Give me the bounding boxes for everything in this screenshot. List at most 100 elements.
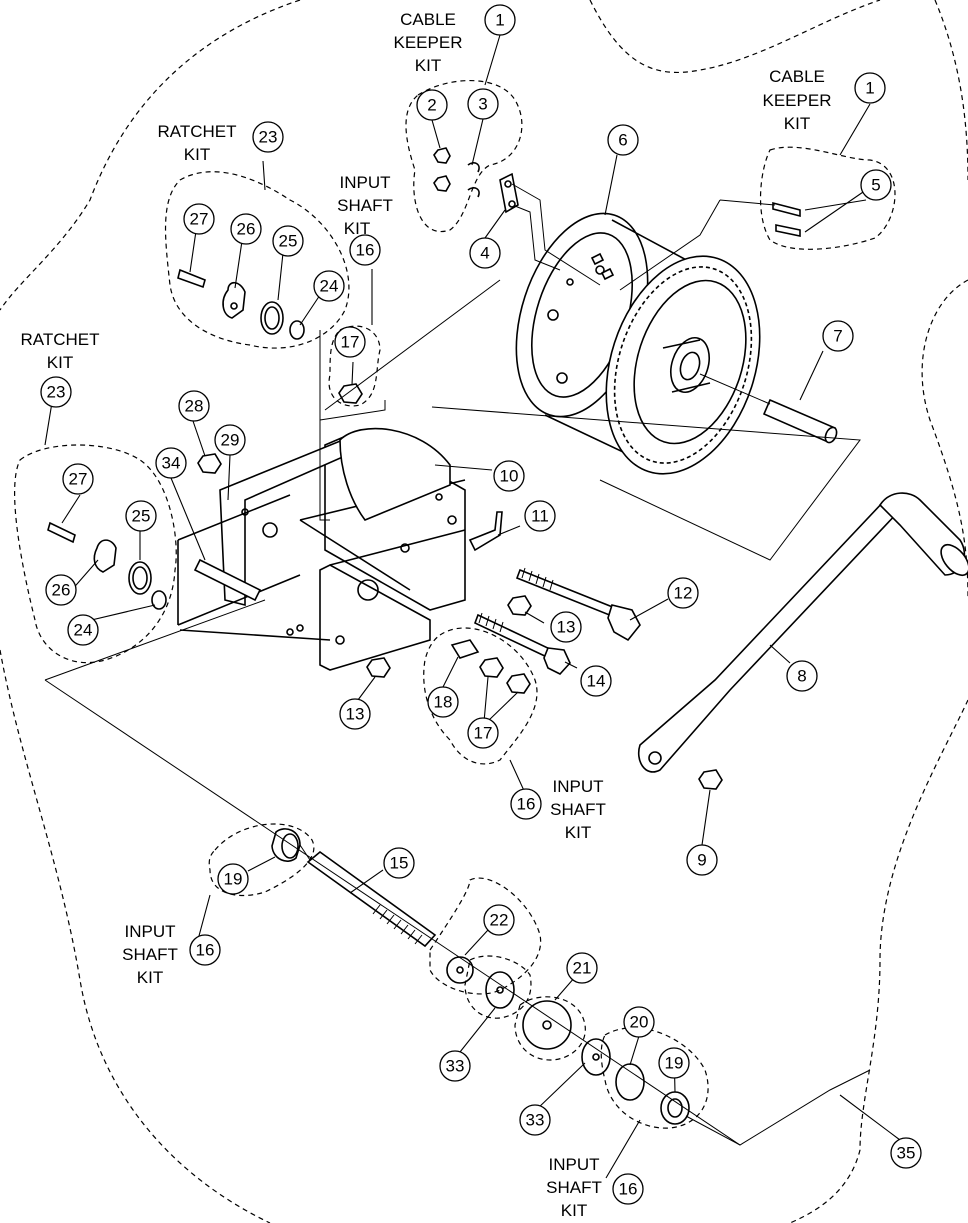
svg-text:10: 10 — [500, 467, 519, 486]
kit-label-ratchet-left-1: RATCHET — [20, 330, 99, 349]
winch-drum — [515, 212, 761, 475]
svg-text:23: 23 — [259, 128, 278, 147]
kit-outline-ratchet-top — [164, 171, 350, 349]
svg-text:23: 23 — [47, 383, 66, 402]
kit-outline-input-shaft-mid — [423, 627, 538, 765]
svg-text:17: 17 — [474, 724, 493, 743]
svg-text:16: 16 — [196, 941, 215, 960]
kit-outline-cable-keeper-right — [760, 146, 896, 250]
svg-text:5: 5 — [871, 176, 880, 195]
bushing-18 — [450, 639, 480, 659]
callout-2: 2 — [416, 89, 448, 121]
drum-shaft — [699, 373, 838, 444]
nuts — [197, 383, 723, 790]
callout-29: 29 — [214, 424, 246, 456]
svg-text:9: 9 — [697, 851, 706, 870]
callout-bubbles: 1 1 2 3 4 5 6 7 8 9 10 11 12 13 13 14 15… — [40, 4, 922, 1205]
callout-16-top: 16 — [349, 234, 381, 266]
winch-frame — [177, 427, 466, 671]
svg-text:35: 35 — [897, 1144, 916, 1163]
kit-label-input-shaft-left-3: KIT — [137, 968, 163, 987]
svg-text:2: 2 — [427, 96, 436, 115]
callout-17-mid: 17 — [467, 717, 499, 749]
callout-33-upper: 33 — [439, 1050, 471, 1082]
kit-label-input-shaft-left-2: SHAFT — [122, 945, 178, 964]
callout-28: 28 — [178, 390, 210, 422]
kit-label-input-shaft-bottom-2: SHAFT — [546, 1178, 602, 1197]
svg-text:25: 25 — [279, 232, 298, 251]
callout-23-top: 23 — [252, 121, 284, 153]
svg-text:17: 17 — [341, 333, 360, 352]
svg-text:22: 22 — [490, 911, 509, 930]
callout-25-top: 25 — [272, 225, 304, 257]
long-bolt-14 — [473, 612, 571, 675]
callout-16-bottom: 16 — [612, 1173, 644, 1205]
svg-text:18: 18 — [434, 693, 453, 712]
kit-label-ratchet-top-1: RATCHET — [157, 122, 236, 141]
callout-19-left: 19 — [217, 863, 249, 895]
cable-bracket — [468, 511, 503, 552]
callout-27-left: 27 — [62, 463, 94, 495]
svg-text:13: 13 — [346, 705, 365, 724]
svg-text:8: 8 — [797, 667, 806, 686]
svg-text:19: 19 — [665, 1054, 684, 1073]
callout-19-bottom: 19 — [658, 1047, 690, 1079]
cable-keeper-plate — [433, 147, 601, 286]
callout-25-left: 25 — [125, 500, 157, 532]
callout-4: 4 — [469, 237, 501, 269]
callout-23-left: 23 — [40, 376, 72, 408]
callout-17-top: 17 — [334, 326, 366, 358]
svg-text:16: 16 — [619, 1180, 638, 1199]
kit-label-cable-keeper-top-2: KEEPER — [394, 33, 463, 52]
frame-rod — [193, 558, 262, 602]
callout-1-cable-keeper-right: 1 — [854, 72, 886, 104]
callout-11: 11 — [524, 500, 556, 532]
svg-text:20: 20 — [630, 1013, 649, 1032]
kit-label-ratchet-top-2: KIT — [184, 145, 210, 164]
callout-24-top: 24 — [313, 270, 345, 302]
svg-text:25: 25 — [132, 507, 151, 526]
svg-text:1: 1 — [495, 11, 504, 30]
svg-text:29: 29 — [221, 431, 240, 450]
svg-text:16: 16 — [517, 795, 536, 814]
svg-text:1: 1 — [865, 79, 874, 98]
kit-label-input-shaft-mid-3: KIT — [565, 823, 591, 842]
svg-text:34: 34 — [162, 454, 181, 473]
keeper-screws — [619, 199, 801, 291]
svg-text:27: 27 — [190, 210, 209, 229]
kit-label-input-shaft-mid-2: SHAFT — [550, 800, 606, 819]
svg-text:3: 3 — [478, 95, 487, 114]
svg-text:27: 27 — [69, 470, 88, 489]
leader-lines — [44, 34, 901, 1179]
callout-27-top: 27 — [183, 203, 215, 235]
svg-text:6: 6 — [618, 131, 627, 150]
callout-1-cable-keeper-top: 1 — [484, 4, 516, 36]
kit-label-cable-keeper-right-3: KIT — [784, 114, 810, 133]
svg-text:4: 4 — [480, 244, 489, 263]
kit-label-cable-keeper-top-1: CABLE — [400, 10, 456, 29]
crank-handle — [638, 492, 968, 773]
kit-outline-cable-keeper-top — [405, 79, 523, 233]
callout-9: 9 — [686, 844, 718, 876]
svg-text:21: 21 — [573, 959, 592, 978]
ratchet-parts-upper — [177, 268, 330, 521]
kit-label-cable-keeper-top-3: KIT — [415, 56, 441, 75]
callout-18: 18 — [427, 686, 459, 718]
callout-16-left: 16 — [189, 934, 221, 966]
callout-13-left: 13 — [339, 698, 371, 730]
callout-6: 6 — [607, 124, 639, 156]
kit-labels: CABLE KEEPER KIT CABLE KEEPER KIT RATCHE… — [20, 10, 831, 1220]
svg-text:13: 13 — [557, 618, 576, 637]
callout-34: 34 — [155, 447, 187, 479]
svg-text:11: 11 — [531, 507, 549, 526]
callout-3: 3 — [467, 88, 499, 120]
svg-text:16: 16 — [356, 241, 375, 260]
svg-text:19: 19 — [224, 870, 243, 889]
kit-label-input-shaft-top-2: SHAFT — [337, 196, 393, 215]
callout-33-lower: 33 — [519, 1104, 551, 1136]
callout-7: 7 — [822, 320, 854, 352]
svg-text:7: 7 — [833, 327, 842, 346]
kit-label-input-shaft-top-3: KIT — [344, 219, 370, 238]
